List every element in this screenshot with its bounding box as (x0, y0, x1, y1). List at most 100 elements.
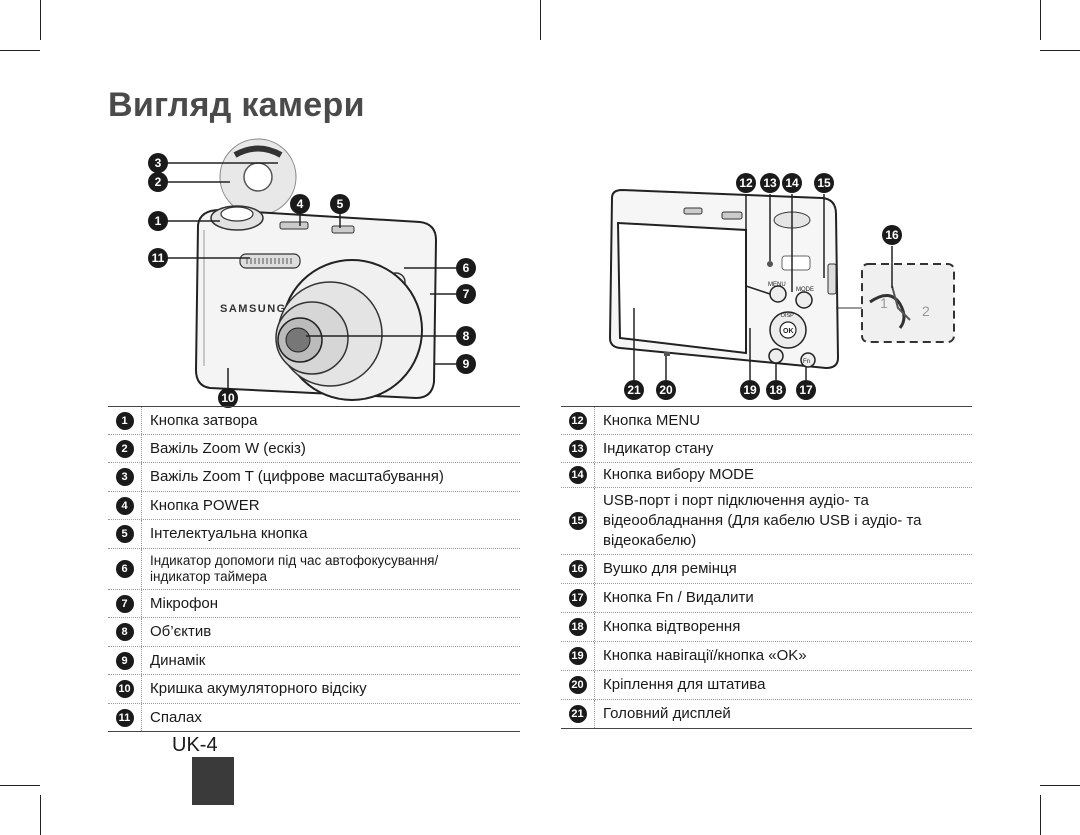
row-number: 11 (115, 708, 134, 727)
row-label: Кнопка навігації/кнопка «OK» (603, 647, 807, 664)
row-number: 1 (115, 411, 134, 430)
row-label: Важіль Zoom T (цифрове масштабування) (150, 468, 444, 485)
row-number: 13 (568, 439, 587, 458)
callout-badge: 9 (456, 354, 476, 374)
row-number: 4 (115, 496, 134, 515)
table-row: 12 Кнопка MENU (561, 407, 972, 435)
callout-badge: 20 (656, 380, 676, 400)
callout-badge: 13 (760, 173, 780, 193)
table-row: 1 Кнопка затвора (108, 407, 520, 435)
row-number: 21 (568, 705, 587, 723)
strap-step-1: 1 (880, 295, 888, 311)
row-number: 15 (568, 512, 587, 530)
callout-badge: 18 (766, 380, 786, 400)
crop-mark (1040, 50, 1080, 51)
callout-badge: 19 (740, 380, 760, 400)
row-label: Об’єктив (150, 623, 212, 640)
row-label: Кнопка вибору MODE (603, 466, 755, 483)
back-camera-drawing: MENU MODE OK DISP Fn 1 2 (608, 188, 955, 380)
row-number: 20 (568, 676, 587, 694)
table-row: 18 Кнопка відтворення (561, 613, 972, 642)
row-label: Головний дисплей (603, 705, 731, 722)
chapter-tab (192, 757, 234, 805)
row-number: 10 (115, 680, 134, 698)
callout-badge: 10 (218, 388, 238, 408)
row-number: 2 (115, 439, 134, 458)
row-number: 9 (115, 651, 134, 670)
crop-mark (40, 0, 41, 40)
row-number: 7 (115, 594, 134, 613)
callout-badge: 14 (782, 173, 802, 193)
crop-mark (0, 50, 40, 51)
brand-logo: SAMSUNG (220, 303, 287, 315)
page-number: UK-4 (172, 734, 218, 756)
callout-badge: 2 (148, 172, 168, 192)
callout-badge: 16 (882, 225, 902, 245)
table-row: 6 Індикатор допомоги під час автофокусува… (108, 549, 520, 590)
row-label: Індикатор допомоги під час автофокусуван… (150, 553, 439, 584)
page-title: Вигляд камери (108, 86, 365, 124)
row-label: Кріплення для штатива (603, 676, 766, 693)
row-label: Мікрофон (150, 594, 219, 612)
table-row: 13 Індикатор стану (561, 435, 972, 463)
row-label: USB-порт і порт підключення аудіо- та ві… (603, 492, 922, 549)
callout-badge: 15 (814, 173, 834, 193)
callout-badge: 17 (796, 380, 816, 400)
menu-label: MENU (768, 282, 786, 288)
table-row: 9 Динамік (108, 647, 520, 675)
row-label: Спалах (150, 708, 202, 726)
callout-badge: 11 (148, 248, 168, 268)
row-label: Індикатор стану (603, 439, 714, 457)
row-label: Кнопка Fn / Видалити (603, 589, 754, 606)
row-label: Кнопка MENU (603, 411, 701, 429)
row-label: Кнопка POWER (150, 496, 260, 514)
front-camera-illustration: SAMSUNG 3 2 1 11 4 5 6 7 8 9 10 (140, 130, 500, 410)
table-row: 17 Кнопка Fn / Видалити (561, 584, 972, 613)
table-row: 7 Мікрофон (108, 590, 520, 618)
row-number: 16 (568, 560, 587, 578)
callout-badge: 3 (148, 153, 168, 173)
crop-mark (1040, 795, 1041, 835)
row-label: Кнопка відтворення (603, 618, 741, 635)
crop-mark (1040, 785, 1080, 786)
row-number: 6 (115, 560, 134, 578)
callout-badge: 5 (330, 194, 350, 214)
row-number: 17 (568, 589, 587, 607)
callout-badge: 6 (456, 258, 476, 278)
table-row: 5 Інтелектуальна кнопка (108, 520, 520, 549)
crop-mark (1040, 0, 1041, 40)
crop-mark (540, 0, 541, 40)
row-number: 12 (568, 411, 587, 430)
row-number: 18 (568, 618, 587, 636)
row-number: 19 (568, 647, 587, 665)
crop-mark (0, 785, 40, 786)
table-row: 15 USB-порт і порт підключення аудіо- та … (561, 488, 972, 555)
table-row: 8 Об’єктив (108, 618, 520, 647)
callout-badge: 21 (624, 380, 644, 400)
row-label: Інтелектуальна кнопка (150, 525, 308, 542)
callout-badge: 4 (290, 194, 310, 214)
table-row: 11 Спалах (108, 704, 520, 731)
ok-label: OK (783, 328, 794, 335)
row-label: Кришка акумуляторного відсіку (150, 680, 367, 697)
front-camera-drawing: SAMSUNG (166, 138, 456, 401)
table-row: 16 Вушко для ремінця (561, 555, 972, 584)
row-label: Вушко для ремінця (603, 560, 737, 577)
table-row: 20 Кріплення для штатива (561, 671, 972, 700)
row-number: 8 (115, 623, 134, 641)
strap-step-2: 2 (922, 303, 930, 319)
row-label: Кнопка затвора (150, 411, 258, 429)
row-number: 5 (115, 525, 134, 543)
row-label: Динамік (150, 651, 206, 669)
table-row: 14 Кнопка вибору MODE (561, 463, 972, 488)
table-row: 21 Головний дисплей (561, 700, 972, 728)
table-row: 10 Кришка акумуляторного відсіку (108, 675, 520, 704)
row-number: 14 (568, 466, 587, 484)
back-camera-illustration: MENU MODE OK DISP Fn 1 2 12 13 1 (600, 168, 970, 408)
table-row: 4 Кнопка POWER (108, 492, 520, 520)
crop-mark (40, 795, 41, 835)
